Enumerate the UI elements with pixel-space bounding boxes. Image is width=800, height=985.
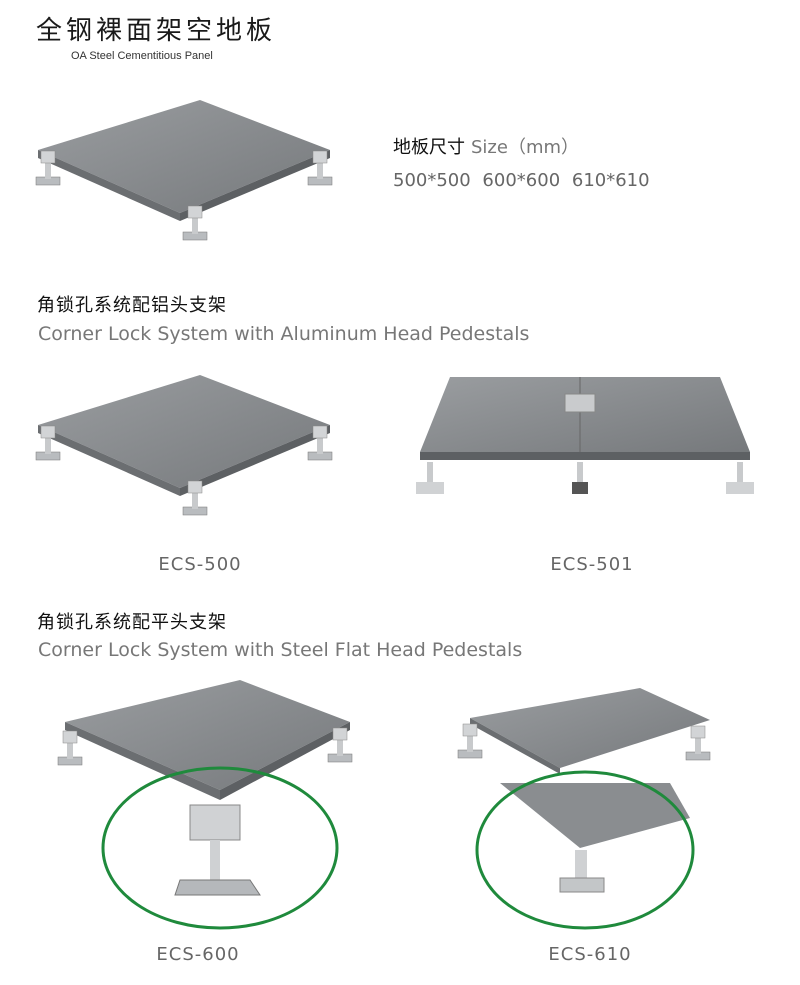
model-label-ecs-500: ECS-500 <box>158 554 242 575</box>
ecs-600-image <box>57 680 353 930</box>
detail-highlight-ellipse <box>475 770 695 930</box>
model-label-ecs-600: ECS-600 <box>156 944 240 965</box>
section-1-title-cn: 角锁孔系统配铝头支架 <box>37 295 227 316</box>
detail-highlight-ellipse <box>101 766 339 930</box>
panel-image-main <box>35 100 333 241</box>
page-subtitle: OA Steel Cementitious Panel <box>71 50 213 62</box>
model-label-ecs-610: ECS-610 <box>548 944 632 965</box>
section-2-title-en: Corner Lock System with Steel Flat Head … <box>38 639 523 661</box>
ecs-501-image <box>416 377 754 494</box>
size-label: 地板尺寸 Size（mm） <box>393 133 579 159</box>
model-label-ecs-501: ECS-501 <box>550 554 634 575</box>
size-values: 500*500 600*600 610*610 <box>393 170 650 191</box>
size-label-cn: 地板尺寸 <box>393 137 465 158</box>
page-title: 全钢裸面架空地板 <box>36 16 277 46</box>
ecs-610-image <box>457 688 711 930</box>
section-1-title-en: Corner Lock System with Aluminum Head Pe… <box>38 323 530 345</box>
ecs-500-image <box>35 375 333 516</box>
size-label-en: Size（mm） <box>471 137 580 158</box>
section-2-title-cn: 角锁孔系统配平头支架 <box>37 612 227 633</box>
